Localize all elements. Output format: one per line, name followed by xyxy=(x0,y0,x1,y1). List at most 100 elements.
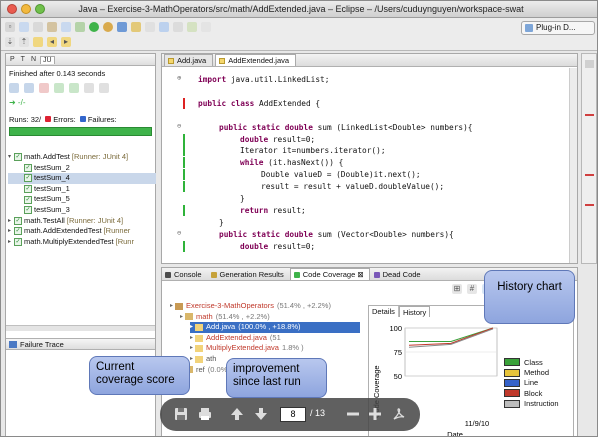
history-icon[interactable] xyxy=(99,83,109,93)
editor-scrollbar[interactable] xyxy=(569,68,577,263)
print-icon[interactable] xyxy=(198,407,212,421)
next-page-icon[interactable] xyxy=(254,407,268,421)
new-file-icon[interactable]: ▫ xyxy=(5,22,15,32)
coverage-item-name: Exercise-3-MathOperators xyxy=(186,301,274,310)
save-icon[interactable] xyxy=(174,407,188,421)
forward-icon[interactable]: ▸ xyxy=(61,37,71,47)
expand-icon[interactable]: ▾ xyxy=(8,154,12,160)
zoom-out-icon[interactable] xyxy=(346,407,360,421)
toggle-mark-icon[interactable] xyxy=(173,22,183,32)
fold-toggle-icon[interactable]: ⊕ xyxy=(177,74,182,82)
open-type-icon[interactable] xyxy=(117,22,127,32)
code-line: } xyxy=(219,217,224,227)
expand-all-icon[interactable]: ⊞ xyxy=(452,284,462,294)
legend-label: Line xyxy=(524,378,539,388)
editor-tab-label: AddExtended.java xyxy=(228,56,290,65)
bottom-tab[interactable]: Dead Code xyxy=(371,269,426,280)
bottom-tab[interactable]: Code Coverage ⊠ xyxy=(289,268,370,280)
page-number-input[interactable]: 8 xyxy=(280,407,306,422)
test-tree-row[interactable]: ✓testSum_2 xyxy=(8,163,156,174)
pin-arrow-icon[interactable]: ➜ -/- xyxy=(9,98,26,107)
coverage-tree-row[interactable]: ▸AddExtended.java(51 xyxy=(190,333,281,344)
stop-icon[interactable] xyxy=(84,83,94,93)
rerun-icon[interactable] xyxy=(54,83,64,93)
expand-icon[interactable]: ▸ xyxy=(8,238,12,245)
outline-icon[interactable] xyxy=(585,60,594,68)
expand-icon[interactable]: ▸ xyxy=(8,217,12,224)
run-icon[interactable] xyxy=(89,22,99,32)
search-icon[interactable] xyxy=(159,22,169,32)
test-tree-row[interactable]: ✓testSum_4 xyxy=(8,173,156,184)
window-icon[interactable] xyxy=(61,22,71,32)
tab-junit[interactable]: JU xyxy=(40,55,55,64)
expand-icon[interactable]: ▸ xyxy=(8,228,12,235)
expand-icon[interactable]: ▸ xyxy=(190,324,194,331)
test-tree-scrollbar[interactable] xyxy=(6,325,155,331)
expand-icon[interactable]: ▸ xyxy=(170,303,174,309)
coverage-item-percent: (51 xyxy=(269,332,281,342)
zoom-window-button[interactable] xyxy=(35,4,45,14)
fold-toggle-icon[interactable]: ⊖ xyxy=(177,228,182,237)
legend-entry: Line xyxy=(504,378,572,388)
tab-package-explorer[interactable]: P xyxy=(10,56,15,63)
previous-page-icon[interactable] xyxy=(230,407,244,421)
ruler-mark[interactable] xyxy=(585,114,594,116)
tab-type-hierarchy[interactable]: T xyxy=(20,56,25,63)
last-edit-icon[interactable] xyxy=(33,37,43,47)
bottom-tab[interactable]: Generation Results xyxy=(208,269,289,280)
show-failures-only-icon[interactable] xyxy=(39,83,49,93)
fold-toggle-icon[interactable]: ⊖ xyxy=(177,121,182,130)
editor-tab[interactable]: AddExtended.java xyxy=(215,54,297,66)
coverage-tree-row[interactable]: ▸ath xyxy=(190,354,219,365)
test-tree-row[interactable]: ✓testSum_5 xyxy=(8,194,156,205)
filter-icon[interactable]: # xyxy=(467,284,477,294)
tab-details[interactable]: Details xyxy=(369,306,399,317)
expand-icon[interactable]: ▸ xyxy=(190,345,194,352)
expand-icon[interactable]: ▸ xyxy=(190,356,194,362)
coverage-tree-row[interactable]: ▸Add.java(100.0% , +18.8%) xyxy=(190,322,360,333)
expand-icon[interactable]: ▸ xyxy=(190,334,194,341)
external-tools-icon[interactable] xyxy=(103,22,113,32)
perspective-switcher[interactable]: Plug-in D... xyxy=(521,21,595,35)
save-icon[interactable] xyxy=(19,22,29,32)
test-tree-row[interactable]: ▸✓math.TestAll[Runner: JUnit 4] xyxy=(8,216,156,227)
open-task-icon[interactable] xyxy=(145,22,155,32)
coverage-icon[interactable] xyxy=(187,22,197,32)
coverage-item-percent: (51.4% , +2.2%) xyxy=(276,301,331,310)
next-failure-icon[interactable] xyxy=(9,83,19,93)
back-icon[interactable]: ◂ xyxy=(47,37,57,47)
java-file-icon xyxy=(195,323,204,331)
y-axis-label: Code Coverage xyxy=(372,365,381,418)
print-icon[interactable] xyxy=(33,22,43,32)
code-area[interactable]: import java.util.LinkedList;⊕public clas… xyxy=(162,68,570,263)
editor-tab[interactable]: Add.java xyxy=(164,54,214,66)
errors-label: Errors: xyxy=(53,115,76,124)
previous-failure-icon[interactable] xyxy=(24,83,34,93)
next-annotation-icon[interactable]: ⇣ xyxy=(5,37,15,47)
tab-navigator[interactable]: N xyxy=(30,56,37,63)
previous-annotation-icon[interactable]: ⇡ xyxy=(19,37,29,47)
ruler-mark[interactable] xyxy=(585,204,594,206)
test-tree-row[interactable]: ✓testSum_1 xyxy=(8,184,156,195)
ruler-mark[interactable] xyxy=(585,174,594,176)
pin-icon[interactable] xyxy=(201,22,211,32)
new-class-icon[interactable] xyxy=(131,22,141,32)
rerun-failed-icon[interactable] xyxy=(69,83,79,93)
test-tree-row[interactable]: ✓testSum_3 xyxy=(8,205,156,216)
coverage-tree-row[interactable]: ▸math(51.4% , +2.2%) xyxy=(180,312,270,323)
test-tree-row[interactable]: ▸✓math.AddExtendedTest[Runner xyxy=(8,226,156,237)
close-window-button[interactable] xyxy=(7,4,17,14)
zoom-in-icon[interactable] xyxy=(368,407,382,421)
bottom-tab[interactable]: Console xyxy=(162,269,207,280)
debug-icon[interactable] xyxy=(75,22,85,32)
acrobat-icon[interactable] xyxy=(392,407,406,421)
test-tree-row[interactable]: ▾✓math.AddTest[Runner: JUnit 4] xyxy=(8,152,156,163)
test-tree-row[interactable]: ▸✓math.MultiplyExtendedTest[Runr xyxy=(8,237,156,248)
tab-history[interactable]: History xyxy=(398,306,431,317)
package-icon[interactable] xyxy=(47,22,57,32)
expand-icon[interactable]: ▸ xyxy=(180,313,184,320)
coverage-tree-row[interactable]: ▸ Exercise-3-MathOperators(51.4% , +2.2%) xyxy=(170,301,331,312)
minimize-window-button[interactable] xyxy=(21,4,31,14)
coverage-item-name: math xyxy=(196,311,213,321)
